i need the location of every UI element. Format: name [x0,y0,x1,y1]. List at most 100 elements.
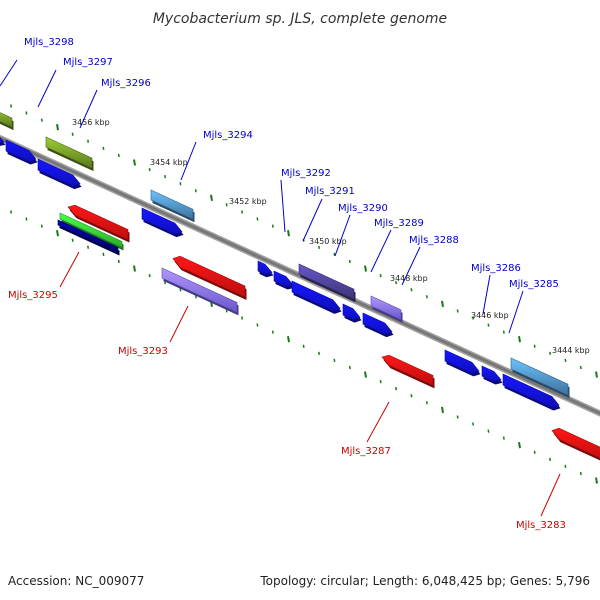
ruler-tick-forward [10,104,13,108]
ruler-tick-reverse [164,281,167,285]
gene-feature-blue [257,260,273,275]
ruler-tick-reverse [579,471,582,476]
ruler-tick-reverse [348,365,351,370]
ruler-tick-reverse [518,442,521,449]
genome-title: Mycobacterium sp. JLS, complete genome [153,11,447,27]
ruler-tick-forward [271,224,274,228]
ruler-tick-forward [225,203,228,207]
gene-label-leader [508,290,524,334]
gene-label: Mjls_3290 [338,203,388,214]
ruler-tick-forward [364,265,367,272]
gene-label-leader [302,198,323,242]
gene-feature-blue [502,373,560,408]
gene-label: Mjls_3297 [63,57,113,68]
gene-feature-purple [161,267,238,313]
gene-label: Mjls_3295 [8,290,58,301]
gene-label-leader [280,179,286,233]
gene-feature-purple [370,295,402,321]
ruler-tick-reverse [456,415,459,419]
gene-label: Mjls_3283 [516,520,566,531]
ruler-tick-forward [502,330,505,334]
ruler-tick-forward [164,175,167,179]
gene-feature-red [551,427,600,459]
ruler-tick-reverse [502,436,505,440]
ruler-tick-forward [533,344,536,348]
gene-feature-red [67,204,129,241]
gene-label-leader [401,246,421,286]
gene-feature-blue [273,270,294,287]
accession-text: Accession: NC_009077 [8,574,144,588]
gene-label-leader [169,305,189,343]
gene-label-leader [79,89,98,129]
ruler-tick-reverse [564,464,567,469]
ruler-tick-forward [241,210,244,214]
gene-feature-blue [481,365,502,382]
ruler-tick-reverse [148,273,151,278]
kbp-label: 3454 kbp [150,158,188,167]
ruler-tick-forward [287,230,290,237]
ruler-tick-forward [25,111,28,115]
ruler-tick-forward [441,300,444,308]
ruler-tick-forward [179,182,182,186]
gene-label-leader [366,401,390,443]
ruler-tick-reverse [595,477,598,484]
ruler-tick-reverse [395,387,398,391]
ruler-tick-forward [87,139,90,143]
kbp-label: 3448 kbp [390,274,428,283]
ruler-tick-reverse [549,457,552,461]
ruler-tick-reverse [364,371,367,378]
ruler-tick-reverse [441,406,444,414]
ruler-tick-reverse [256,323,259,327]
ruler-tick-forward [395,281,398,285]
ruler-tick-reverse [271,330,274,334]
gene-label-leader [370,229,392,273]
kbp-label: 3450 kbp [309,237,347,246]
ruler-tick-forward [518,336,521,343]
ruler-tick-forward [194,189,197,193]
gene-label-leader [37,69,57,108]
ruler-tick-reverse [225,309,228,313]
ruler-tick-forward [472,316,475,320]
ruler-tick-reverse [102,252,105,256]
gene-feature-blue [342,303,361,320]
gene-feature-blue [291,280,341,312]
genome-backbone [0,134,600,417]
gene-feature-red [172,255,246,298]
ruler-tick-forward [133,159,136,166]
gene-feature-olive [0,112,13,128]
ruler-tick-reverse [425,401,428,405]
gene-label-leader [334,214,351,257]
ruler-tick-forward [117,153,120,158]
ruler-tick-reverse [87,245,90,249]
ruler-tick-forward [148,167,151,172]
ruler-tick-forward [487,323,490,327]
gene-feature-olive [45,136,93,169]
gene-labels: Mjls_3298Mjls_3297Mjls_3296Mjls_3294Mjls… [0,37,566,531]
gene-feature-blue [0,137,5,143]
gene-label: Mjls_3296 [101,78,151,89]
ruler-tick-forward [318,245,321,249]
ruler-tick-forward [379,273,382,278]
gene-feature-steel [510,357,569,396]
backbone-line [0,136,600,416]
ruler-tick-forward [456,309,459,313]
ruler-tick-forward [333,252,336,257]
kbp-label: 3444 kbp [552,346,590,355]
ruler-tick-forward [579,365,582,370]
ruler-tick-reverse [287,336,290,343]
ruler-tick-forward [425,295,428,299]
gene-label: Mjls_3292 [281,168,331,179]
genome-stats-text: Topology: circular; Length: 6,048,425 bp… [259,574,590,588]
gene-label-leader [59,251,80,288]
gene-label: Mjls_3294 [203,130,253,141]
ruler-tick-reverse [117,259,120,264]
kbp-label: 3452 kbp [229,197,267,206]
gene-label: Mjls_3285 [509,279,559,290]
ruler-tick-forward [564,358,567,363]
ruler-tick-forward [595,371,598,378]
ruler-tick-reverse [133,265,136,272]
gene-label-leader [0,59,18,87]
ruler-tick-forward [102,146,105,150]
